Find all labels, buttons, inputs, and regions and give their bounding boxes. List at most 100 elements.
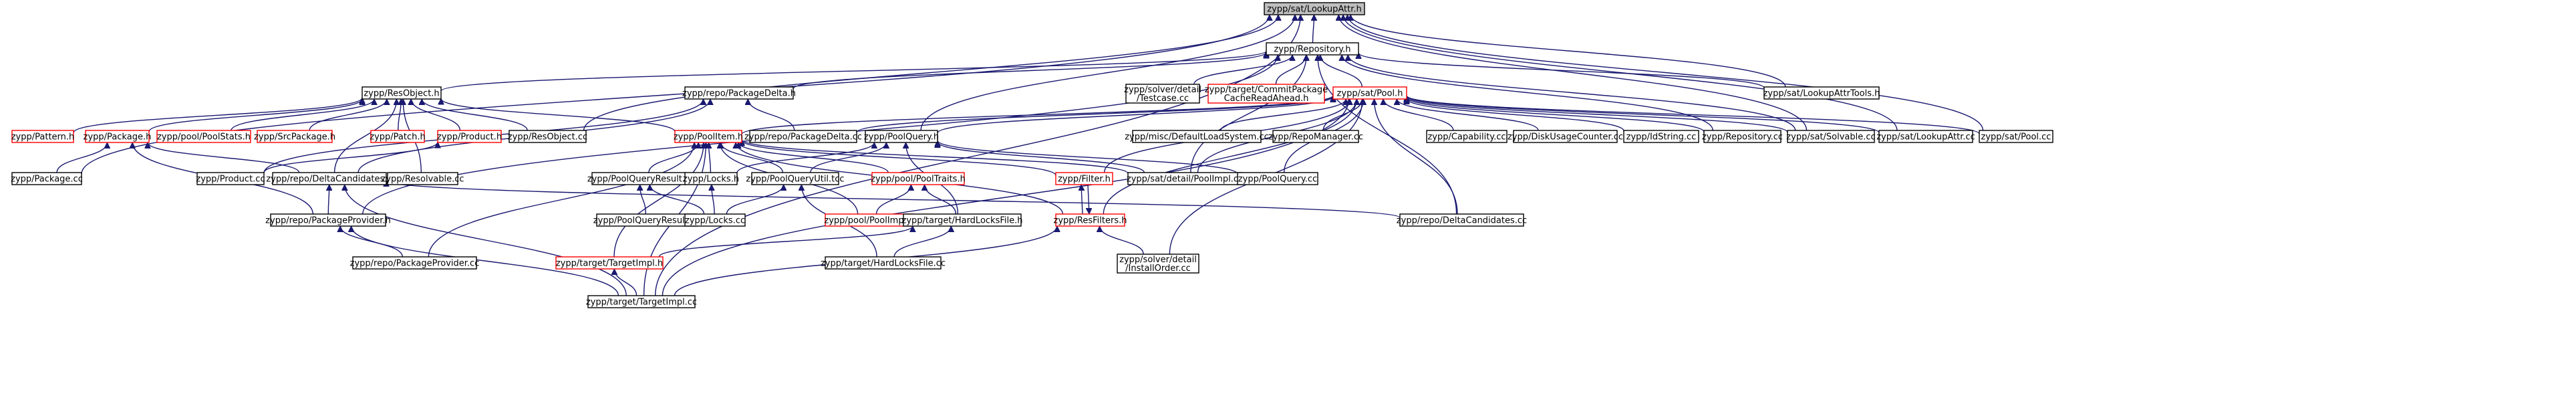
dependency-edge-srcpkgh-to-resobjh (309, 98, 387, 131)
node-box (270, 213, 386, 227)
node-packageh[interactable]: zypp/Package.h (84, 130, 152, 143)
node-deltacandh[interactable]: zypp/repo/DeltaCandidates.h (266, 172, 393, 185)
node-box (1787, 130, 1875, 143)
node-label: CacheReadAhead.h (1224, 94, 1309, 104)
dependency-edge-pqutiltcc-to-poolitemh (721, 142, 784, 173)
node-pqresulth[interactable]: zypp/PoolQueryResult.h (587, 172, 690, 185)
node-capcc[interactable]: zypp/Capability.cc (1426, 130, 1508, 143)
node-box (555, 256, 664, 270)
node-poolitemh[interactable]: zypp/PoolItem.h (674, 130, 743, 143)
node-box (156, 130, 251, 143)
node-lookupcc[interactable]: zypp/sat/LookupAttr.cc (1876, 130, 1975, 143)
dependency-edge-poolitemh-to-resobjh (441, 98, 676, 132)
node-poolimplh[interactable]: zypp/pool/PoolImpl.h (824, 213, 915, 227)
node-label: zypp/target/HardLocksFile.h (902, 216, 1023, 226)
node-poolquerycc[interactable]: zypp/PoolQuery.cc (1237, 172, 1318, 185)
node-label: zypp/Filter.h (1058, 175, 1111, 185)
node-pkgdeltacc[interactable]: zypp/repo/PackageDelta.cc (744, 130, 862, 143)
dependency-edge-poolimplcc-to-poolitemh (742, 138, 1129, 175)
node-diskcc[interactable]: zypp/DiskUsageCounter.cc (1508, 130, 1623, 143)
node-label: zypp/PoolQuery.cc (1238, 175, 1317, 185)
node-packagecc[interactable]: zypp/Package.cc (11, 172, 83, 185)
dependency-edge-packagecc-to-root (81, 15, 1270, 175)
node-poolcc[interactable]: zypp/sat/Pool.cc (1979, 130, 2053, 143)
node-pkgdeltah[interactable]: zypp/repo/PackageDelta.h (682, 86, 796, 100)
node-box (1125, 84, 1200, 104)
node-label: zypp/sat/Pool.cc (1981, 132, 2051, 142)
node-hardlockscc[interactable]: zypp/target/HardLocksFile.cc (821, 256, 946, 270)
node-pqutiltcc[interactable]: zypp/PoolQueryUtil.tcc (746, 172, 845, 185)
node-box (1878, 130, 1973, 143)
node-producth[interactable]: zypp/Product.h (437, 130, 502, 143)
node-patternh[interactable]: zypp/Pattern.h (11, 130, 75, 143)
node-box (11, 130, 74, 143)
node-label: /InstallOrder.cc (1125, 264, 1191, 274)
node-label: zypp/IdString.cc (1626, 132, 1697, 142)
node-pkgproviderh[interactable]: zypp/repo/PackageProvider.h (265, 213, 391, 227)
node-box (1132, 130, 1262, 143)
node-label: zypp/sat/Pool.h (1337, 89, 1403, 99)
node-label: zypp/PoolQueryResult.cc (593, 216, 700, 226)
dependency-edge-poolimplcc-to-repoh (1190, 55, 1306, 173)
dependency-edge-hardlockscc-to-hardlocksh (893, 225, 951, 258)
dependency-edge-repoh-to-root (1313, 15, 1314, 43)
node-deltacandcc[interactable]: zypp/repo/DeltaCandidates.cc (1397, 213, 1527, 227)
node-pooltraitsh[interactable]: zypp/pool/PoolTraits.h (871, 172, 966, 185)
node-resfiltersh[interactable]: zypp/ResFilters.h (1054, 213, 1127, 227)
node-pqresultcc[interactable]: zypp/PoolQueryResult.cc (593, 213, 700, 227)
dependency-edge-pqresulth-to-poolitemh (648, 142, 698, 173)
node-idstrcc[interactable]: zypp/IdString.cc (1623, 130, 1699, 143)
node-lookuptools[interactable]: zypp/sat/LookupAttrTools.h (1763, 86, 1880, 100)
dependency-edge-deflsc-to-poolh (1220, 98, 1346, 131)
node-label: zypp/Locks.cc (685, 216, 745, 226)
dependency-edge-resobjh-to-repoh (440, 50, 1266, 92)
node-poolqueryh[interactable]: zypp/PoolQuery.h (864, 130, 939, 143)
node-installorder[interactable]: zypp/solver/detail/InstallOrder.cc (1117, 254, 1199, 274)
node-hardlocksh[interactable]: zypp/target/HardLocksFile.h (902, 213, 1023, 227)
node-box (1266, 42, 1359, 56)
node-poolstatsh[interactable]: zypp/pool/PoolStats.h (156, 130, 251, 143)
node-solvablecc[interactable]: zypp/sat/Solvable.cc (1786, 130, 1876, 143)
node-label: zypp/SrcPackage.h (254, 132, 335, 142)
node-repocc[interactable]: zypp/Repository.cc (1702, 130, 1783, 143)
node-lockscc[interactable]: zypp/Locks.cc (684, 213, 746, 227)
node-locksh[interactable]: zypp/Locks.h (683, 172, 739, 185)
dependency-edge-repocc-to-poolh (1407, 97, 1705, 132)
dependency-edge-lookuptools-to-repoh (1358, 52, 1765, 89)
node-box (1055, 172, 1113, 185)
node-root[interactable]: zypp/sat/LookupAttr.h (1264, 2, 1365, 15)
node-deflsc[interactable]: zypp/misc/DefaultLoadSystem.cc (1125, 130, 1269, 143)
node-label: zypp/target/TargetImpl.h (556, 259, 663, 269)
node-poolh[interactable]: zypp/sat/Pool.h (1332, 86, 1407, 100)
node-patchh[interactable]: zypp/Patch.h (370, 130, 426, 143)
dependency-edge-poolcc-to-poolh (1407, 95, 1980, 134)
node-label: zypp/Capability.cc (1427, 132, 1506, 142)
dependency-edge-testcase-to-repoh (1193, 54, 1292, 85)
dependency-edge-solvablecc-to-repoh (1348, 54, 1796, 131)
node-resolvablecc[interactable]: zypp/Resolvable.cc (381, 172, 464, 185)
node-repomgrcc[interactable]: zypp/RepoManager.cc (1268, 130, 1363, 143)
node-productcc[interactable]: zypp/Product.cc (196, 172, 265, 185)
node-resobjh[interactable]: zypp/ResObject.h (362, 86, 442, 100)
node-commitpkg[interactable]: zypp/target/CommitPackageCacheReadAhead.… (1205, 84, 1328, 104)
node-targetimplh[interactable]: zypp/target/TargetImpl.h (555, 256, 664, 270)
node-label: zypp/Resolvable.cc (381, 175, 464, 185)
dependency-edge-filterh-to-resfiltersh (1088, 184, 1089, 214)
node-targetimplcc[interactable]: zypp/target/TargetImpl.cc (586, 295, 697, 308)
dependency-edge-poolcc-to-root (1348, 15, 1984, 131)
node-label: zypp/Locks.h (683, 175, 739, 185)
node-pkgprovidercc[interactable]: zypp/repo/PackageProvider.cc (350, 256, 480, 270)
node-poolimplcc[interactable]: zypp/sat/detail/PoolImpl.cc (1127, 172, 1243, 185)
dependency-edge-lockscc-to-locksh (712, 185, 715, 215)
dependency-edge-pkgproviderh-to-deltacandh (328, 185, 329, 215)
node-srcpkgh[interactable]: zypp/SrcPackage.h (254, 130, 335, 143)
node-box (437, 130, 502, 143)
node-label: zypp/RepoManager.cc (1268, 132, 1363, 142)
node-filterh[interactable]: zypp/Filter.h (1055, 172, 1113, 185)
node-resobjcc[interactable]: zypp/ResObject.cc (508, 130, 587, 143)
node-testcase[interactable]: zypp/solver/detail/Testcase.cc (1124, 84, 1201, 104)
dependency-edge-targetimplh-to-poolitemh (613, 142, 704, 258)
dependency-edge-pkgprovidercc-to-poolitemh (428, 142, 694, 258)
node-repoh[interactable]: zypp/Repository.h (1266, 42, 1359, 56)
